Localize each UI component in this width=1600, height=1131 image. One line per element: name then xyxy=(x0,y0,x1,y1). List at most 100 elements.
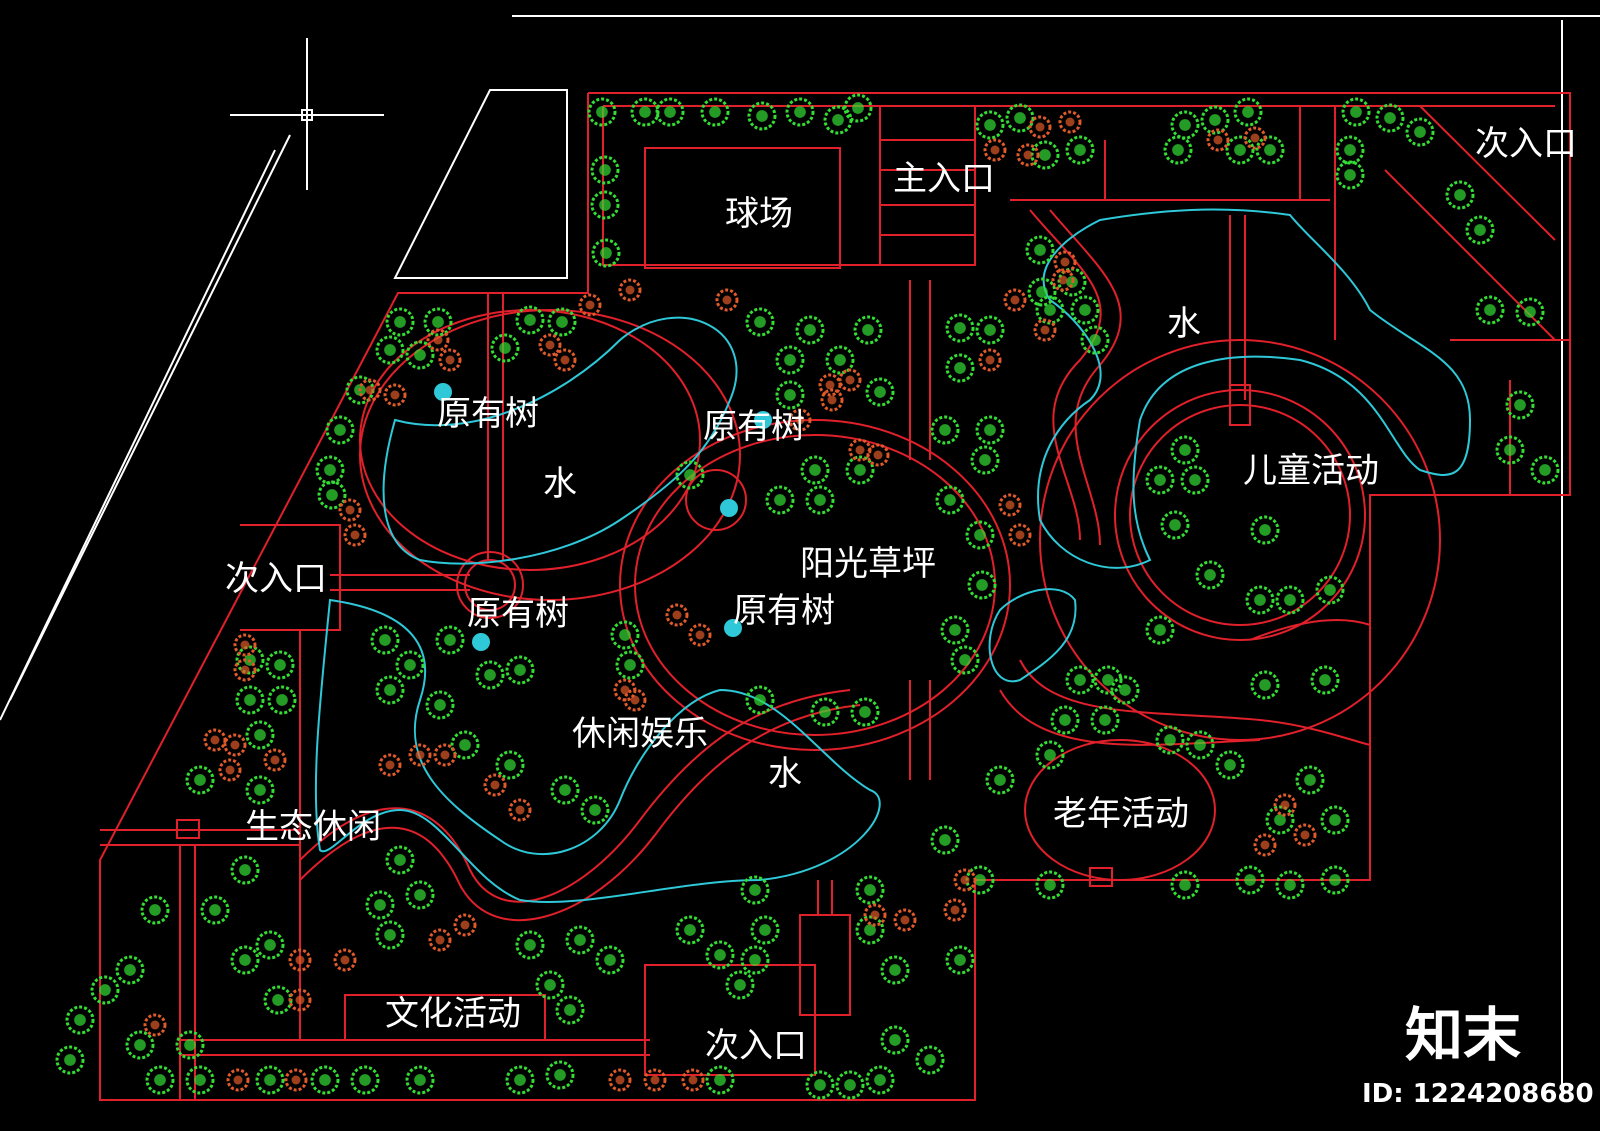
site-context-lines xyxy=(0,15,1600,1100)
tree-orange-icon xyxy=(428,928,452,952)
tree-green-icon xyxy=(880,1025,910,1055)
tree-orange-icon xyxy=(943,898,967,922)
tree-orange-icon xyxy=(1273,793,1297,817)
tree-green-icon xyxy=(265,650,295,680)
tree-green-icon xyxy=(967,570,997,600)
label-children-activity: 儿童活动 xyxy=(1243,451,1379,491)
tree-orange-icon xyxy=(1051,268,1075,292)
tree-green-icon xyxy=(950,645,980,675)
tree-green-icon xyxy=(547,307,577,337)
tree-green-icon xyxy=(705,940,735,970)
tree-green-icon xyxy=(1225,135,1255,165)
tree-green-icon xyxy=(835,1070,865,1100)
tree-green-icon xyxy=(740,875,770,905)
tree-green-icon xyxy=(970,445,1000,475)
label-water-ne: 水 xyxy=(1167,304,1201,344)
tree-green-icon xyxy=(1445,180,1475,210)
tree-green-icon xyxy=(1233,97,1263,127)
existing-tree-icon xyxy=(754,411,772,429)
tree-green-icon xyxy=(1163,135,1193,165)
tree-green-icon xyxy=(1155,725,1185,755)
tree-green-icon xyxy=(245,775,275,805)
tree-green-icon xyxy=(1320,805,1350,835)
label-existing-tree-1: 原有树 xyxy=(437,394,539,434)
tree-green-icon xyxy=(595,945,625,975)
tree-green-icon xyxy=(1145,615,1175,645)
tree-green-icon xyxy=(405,1065,435,1095)
tree-green-icon xyxy=(1080,325,1110,355)
tree-green-icon xyxy=(1025,235,1055,265)
existing-tree-icon xyxy=(724,619,742,637)
tree-green-icon xyxy=(140,895,170,925)
tree-green-icon xyxy=(1530,455,1560,485)
tree-green-icon xyxy=(1265,805,1295,835)
tree-green-icon xyxy=(880,955,910,985)
existing-tree-icon xyxy=(434,383,452,401)
tree-orange-icon xyxy=(284,1068,308,1092)
tree-green-icon xyxy=(1275,870,1305,900)
tree-green-icon xyxy=(1050,705,1080,735)
tree-green-icon xyxy=(843,93,873,123)
tree-green-icon xyxy=(945,313,975,343)
watermark-logo: 知末 xyxy=(1405,1001,1521,1069)
tree-orange-icon xyxy=(1028,115,1052,139)
tree-green-icon xyxy=(505,655,535,685)
tree-green-icon xyxy=(945,945,975,975)
site-boundary xyxy=(99,92,1571,1101)
tree-orange-icon xyxy=(788,408,812,432)
tree-green-icon xyxy=(495,750,525,780)
tree-green-icon xyxy=(405,880,435,910)
tree-orange-icon xyxy=(681,1068,705,1092)
tree-green-icon xyxy=(385,307,415,337)
tree-green-icon xyxy=(1027,277,1057,307)
label-existing-tree-3: 原有树 xyxy=(467,594,569,634)
tree-green-icon xyxy=(1255,135,1285,165)
tree-orange-icon xyxy=(688,623,712,647)
tree-green-icon xyxy=(245,720,275,750)
tree-green-icon xyxy=(590,155,620,185)
tree-green-icon xyxy=(975,110,1005,140)
tree-green-icon xyxy=(1235,865,1265,895)
tree-orange-icon xyxy=(998,493,1022,517)
tree-green-icon xyxy=(745,307,775,337)
path-rings xyxy=(359,309,1441,881)
tree-orange-icon xyxy=(715,288,739,312)
tree-orange-icon xyxy=(203,728,227,752)
tree-green-icon xyxy=(1070,295,1100,325)
tree-green-icon xyxy=(775,345,805,375)
tree-green-icon xyxy=(1495,435,1525,465)
tree-green-icon xyxy=(125,1030,155,1060)
tree-orange-icon xyxy=(608,1068,632,1092)
tree-green-icon xyxy=(865,1065,895,1095)
tree-green-icon xyxy=(785,97,815,127)
tree-green-icon xyxy=(855,875,885,905)
tree-green-icon xyxy=(185,1065,215,1095)
tree-green-icon xyxy=(587,97,617,127)
tree-green-icon xyxy=(823,105,853,135)
tree-green-icon xyxy=(1335,160,1365,190)
tree-green-icon xyxy=(915,1045,945,1075)
tree-orange-icon xyxy=(818,373,842,397)
tree-orange-icon xyxy=(433,743,457,767)
tree-green-icon xyxy=(1195,560,1225,590)
tree-green-icon xyxy=(1145,465,1175,495)
tree-green-icon xyxy=(1275,585,1305,615)
tree-green-icon xyxy=(317,480,347,510)
tree-orange-icon xyxy=(863,903,887,927)
existing-tree-markers xyxy=(434,383,772,651)
tree-orange-icon xyxy=(453,913,477,937)
tree-green-icon xyxy=(800,455,830,485)
label-existing-tree-2: 原有树 xyxy=(703,407,805,447)
tree-green-icon xyxy=(490,333,520,363)
tree-green-icon xyxy=(515,930,545,960)
tree-green-icon xyxy=(1405,117,1435,147)
tree-canopy-group-orange xyxy=(143,110,1317,1092)
tree-green-icon xyxy=(375,335,405,365)
cad-crosshair-icon xyxy=(230,38,384,190)
tree-green-icon xyxy=(325,415,355,445)
tree-green-icon xyxy=(1295,765,1325,795)
tree-green-icon xyxy=(865,377,895,407)
tree-green-icon xyxy=(55,1045,85,1075)
tree-green-icon xyxy=(423,307,453,337)
